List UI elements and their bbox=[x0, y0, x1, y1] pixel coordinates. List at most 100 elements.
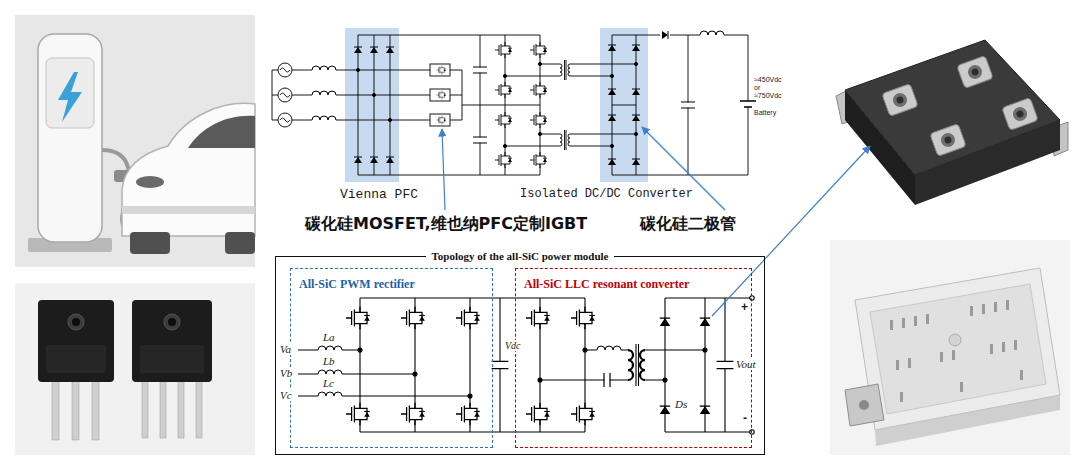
sic-module-schematic bbox=[401, 307, 425, 329]
sic-module-schematic bbox=[456, 307, 480, 329]
vienna-schematic bbox=[503, 144, 506, 147]
module-photo bbox=[930, 124, 966, 157]
module-photo bbox=[944, 136, 953, 145]
transistor-photo bbox=[92, 378, 99, 440]
sic-module-schematic bbox=[640, 350, 645, 380]
module-photo bbox=[845, 384, 884, 426]
vienna-schematic bbox=[610, 144, 613, 147]
vienna-schematic bbox=[608, 159, 616, 165]
vienna-schematic bbox=[437, 116, 446, 125]
vienna-schematic bbox=[662, 31, 668, 39]
vienna-schematic bbox=[505, 64, 560, 146]
module-photo bbox=[930, 124, 966, 157]
component-label: Lc bbox=[322, 377, 335, 389]
vienna-schematic bbox=[272, 28, 756, 182]
vienna-schematic bbox=[568, 134, 570, 146]
vienna-schematic bbox=[632, 45, 640, 51]
vienna-schematic bbox=[437, 116, 446, 125]
vienna-schematic bbox=[568, 64, 570, 76]
vienna-schematic bbox=[530, 82, 547, 98]
ev-charging-illustration bbox=[188, 116, 255, 148]
sic-module-schematic bbox=[468, 394, 472, 398]
module-photo bbox=[1011, 105, 1029, 123]
vienna-schematic bbox=[505, 35, 540, 175]
signal-label: Va bbox=[279, 343, 292, 355]
sic-module-schematic bbox=[628, 350, 633, 380]
ev-charging-illustration bbox=[136, 176, 164, 188]
sic-module-schematic bbox=[604, 373, 610, 387]
vienna-schematic bbox=[354, 157, 362, 163]
sic-module-schematic bbox=[346, 307, 370, 329]
vienna-schematic bbox=[612, 35, 748, 175]
transistor-photo bbox=[178, 378, 184, 438]
terminal-sign: + bbox=[740, 300, 749, 314]
transistor-photo bbox=[72, 378, 79, 440]
transistor-photo bbox=[72, 318, 80, 326]
module-photo bbox=[940, 352, 943, 362]
vienna-schematic bbox=[450, 70, 540, 120]
vienna-schematic bbox=[632, 159, 640, 165]
ev-charging-illustration bbox=[38, 34, 102, 242]
converter-region: All-SiC LLC resonant converter bbox=[515, 268, 752, 448]
module-photo bbox=[1002, 98, 1038, 131]
callout-text: 碳化硅二极管 bbox=[640, 214, 736, 235]
vienna-schematic bbox=[272, 70, 278, 120]
vienna-schematic bbox=[388, 118, 391, 121]
transistor-photo bbox=[46, 345, 106, 373]
transistor-photo bbox=[164, 314, 180, 330]
transistor-photo bbox=[38, 300, 114, 382]
vienna-schematic bbox=[473, 137, 487, 143]
vienna-schematic bbox=[700, 31, 724, 36]
module-photo bbox=[952, 350, 955, 360]
module-photo bbox=[957, 56, 993, 89]
vienna-schematic bbox=[560, 134, 562, 146]
transistor-photo bbox=[15, 283, 255, 455]
region-title: All-SiC PWM rectifier bbox=[299, 277, 415, 291]
sic-module-schematic bbox=[298, 296, 754, 434]
module-photo bbox=[845, 40, 1060, 175]
module-photo bbox=[1020, 370, 1023, 380]
module-photo bbox=[896, 96, 905, 105]
sic-module-schematic bbox=[571, 403, 595, 425]
vienna-schematic bbox=[292, 70, 430, 120]
sic-module-schematic bbox=[298, 350, 470, 396]
module-photo bbox=[970, 306, 973, 316]
sic-module-schematic bbox=[526, 307, 550, 329]
module-photo bbox=[1006, 300, 1009, 310]
component-label: Lb bbox=[322, 355, 336, 367]
sic-module-schematic bbox=[538, 378, 542, 382]
vienna-schematic bbox=[632, 115, 640, 121]
vienna-schematic bbox=[437, 66, 446, 75]
sic-module-schematic bbox=[492, 361, 509, 368]
sic-module-schematic bbox=[526, 403, 550, 425]
sic-module-schematic bbox=[660, 318, 670, 326]
sic-module-schematic bbox=[526, 403, 550, 425]
vienna-schematic bbox=[370, 47, 378, 53]
sic-module-schematic bbox=[413, 372, 417, 376]
component-label: Ds bbox=[674, 398, 688, 410]
voltage-note: ≈450Vdc bbox=[754, 76, 782, 84]
module-photo bbox=[830, 12, 1070, 225]
vienna-schematic bbox=[430, 64, 450, 76]
module-photo bbox=[830, 240, 1070, 455]
module-photo bbox=[1016, 110, 1025, 119]
vienna-schematic bbox=[356, 68, 359, 71]
vienna-schematic bbox=[430, 114, 450, 126]
sic-module-schematic bbox=[636, 344, 639, 386]
signal-label: Vdc bbox=[504, 340, 522, 351]
transistor-photo bbox=[168, 318, 176, 326]
module-photo bbox=[1002, 98, 1038, 131]
ev-charging-illustration bbox=[122, 206, 255, 214]
module-photo bbox=[1014, 340, 1017, 350]
module-heading: Topology of the all-SiC power module bbox=[426, 249, 615, 263]
terminal-sign: - bbox=[742, 411, 748, 425]
module-photo bbox=[949, 334, 961, 346]
sic-module-schematic bbox=[717, 361, 734, 368]
module-photo bbox=[914, 316, 917, 326]
module-photo bbox=[1002, 342, 1005, 352]
vienna-schematic bbox=[503, 74, 506, 77]
sic-module-schematic bbox=[660, 318, 670, 326]
vienna-schematic bbox=[495, 82, 512, 98]
sic-module-schematic bbox=[360, 298, 470, 432]
